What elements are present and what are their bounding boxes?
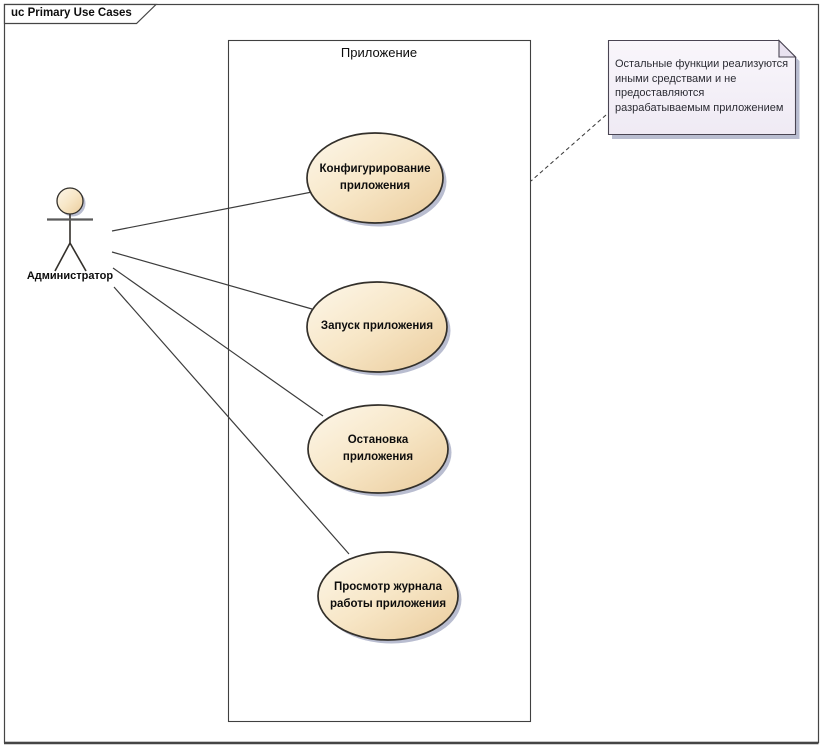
use-case-configure-application[interactable]	[306, 132, 447, 227]
use-case-ellipse	[306, 132, 444, 224]
system-boundary-label: Приложение	[340, 45, 418, 60]
use-case-view-log[interactable]	[317, 551, 462, 644]
use-case-label-viewlog: Просмотр журнала работы приложения	[308, 552, 468, 640]
note-link-line[interactable]	[530, 114, 607, 182]
association-administrator-start[interactable]	[111, 251, 313, 310]
actor-label: Администратор	[26, 270, 114, 282]
use-case-ellipse	[307, 404, 449, 494]
use-case-label-line: Остановка	[347, 433, 409, 446]
actor-administrator[interactable]	[47, 187, 93, 272]
note-text-line: предоставляются	[615, 87, 705, 99]
actor-left-leg	[54, 242, 71, 272]
association-administrator-stop[interactable]	[112, 267, 324, 417]
use-case-label-line: Конфигурирование	[319, 162, 431, 175]
note-other-functions[interactable]	[607, 39, 800, 140]
use-case-label-line: приложения	[339, 180, 411, 192]
actor-head	[56, 187, 84, 215]
use-case-start-application[interactable]	[306, 281, 451, 376]
association-administrator-configure[interactable]	[111, 191, 313, 232]
association-administrator-viewlog[interactable]	[113, 286, 350, 555]
use-case-label-line: Запуск приложения	[320, 320, 434, 333]
note-text-line: иными средствами и не	[615, 72, 737, 85]
use-case-label-stop: Остановка приложения	[298, 405, 458, 493]
use-case-label-line: приложения	[342, 451, 414, 463]
use-case-ellipse	[306, 281, 448, 373]
note-text-line: разрабатываемым приложением	[615, 101, 784, 114]
use-case-stop-application[interactable]	[307, 404, 452, 497]
frame-title: uc Primary Use Cases	[11, 7, 132, 19]
use-case-label-line: Просмотр журнала	[334, 580, 442, 593]
use-case-label-start: Запуск приложения	[297, 283, 457, 371]
use-case-label-configure: Конфигурирование приложения	[295, 134, 455, 222]
note-fold-corner	[778, 39, 797, 58]
use-case-label-line: работы приложения	[329, 598, 447, 610]
use-case-ellipse	[317, 551, 459, 641]
frame-title-tab	[3, 3, 158, 25]
note-text: Остальные функции реализуются иными сред…	[615, 57, 793, 115]
note-text-line: Остальные функции реализуются	[615, 58, 789, 70]
actor-right-leg	[69, 242, 87, 272]
note-body	[607, 39, 797, 136]
